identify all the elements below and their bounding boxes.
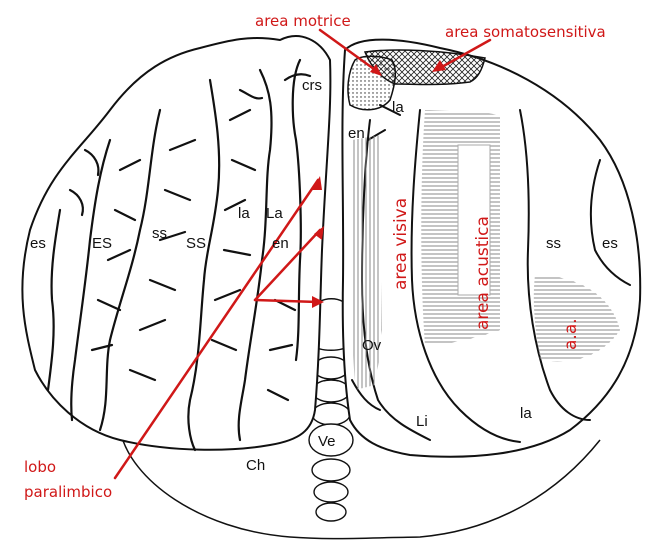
label-la-left: la (238, 205, 250, 222)
label-es-right: es (602, 235, 618, 252)
label-ss-left: ss (152, 225, 167, 242)
label-paralimbico: paralimbico (24, 483, 112, 501)
label-crs: crs (302, 77, 322, 94)
label-ss-right: ss (546, 235, 561, 252)
label-La: La (266, 205, 283, 222)
label-area-acustica: area acustica (473, 216, 493, 330)
label-en-right: en (348, 125, 365, 142)
label-Ve: Ve (318, 433, 336, 450)
label-es-left: es (30, 235, 46, 252)
label-area-motrice: area motrice (255, 12, 351, 30)
label-la-right: la (392, 99, 404, 116)
label-SS: SS (186, 235, 206, 252)
label-Li: Li (416, 413, 428, 430)
label-area-somatosensitiva: area somatosensitiva (445, 23, 606, 41)
area-motrice-region (348, 56, 395, 109)
label-area-visiva: area visiva (391, 198, 411, 290)
label-aa: a.a. (561, 318, 581, 350)
label-lobo: lobo (24, 458, 56, 476)
label-en-left: en (272, 235, 289, 252)
label-ES: ES (92, 235, 112, 252)
label-Ov: Ov (362, 337, 382, 354)
label-Ch: Ch (246, 457, 265, 474)
label-la-bottom: la (520, 405, 532, 422)
